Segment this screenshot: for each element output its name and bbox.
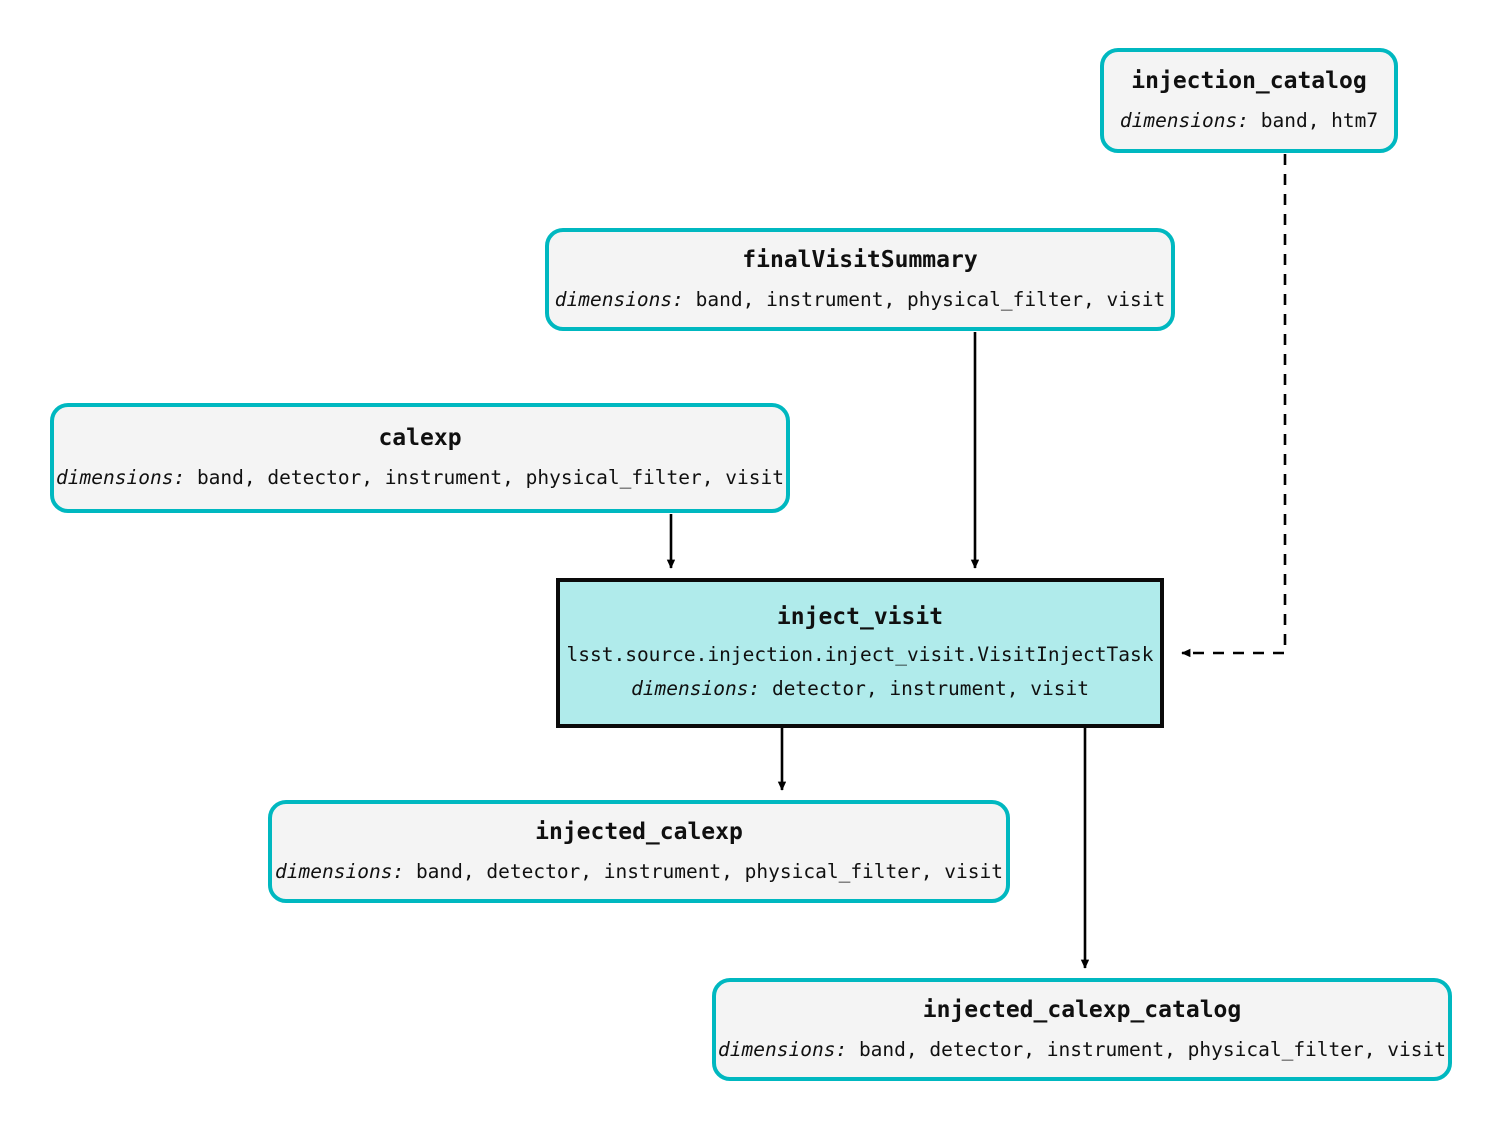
node-calexp[interactable]: calexp dimensions: band, detector, instr… — [50, 403, 790, 513]
node-injected-calexp[interactable]: injected_calexp dimensions: band, detect… — [268, 800, 1010, 903]
dimensions-value: band, detector, instrument, physical_fil… — [415, 859, 1003, 883]
node-injection-catalog[interactable]: injection_catalog dimensions: band, htm7 — [1100, 48, 1398, 153]
dimensions-value: band, instrument, physical_filter, visit — [695, 287, 1166, 311]
node-title: inject_visit — [776, 604, 944, 631]
node-dimensions: dimensions: band, detector, instrument, … — [275, 859, 1003, 883]
node-task-class: lsst.source.injection.inject_visit.Visit… — [566, 642, 1154, 666]
dimensions-label: dimensions: — [554, 287, 684, 311]
node-title: injected_calexp_catalog — [922, 996, 1242, 1023]
dimensions-label: dimensions: — [56, 466, 186, 490]
node-dimensions: dimensions: band, htm7 — [1119, 108, 1379, 132]
node-inject-visit-task[interactable]: inject_visit lsst.source.injection.injec… — [556, 578, 1164, 728]
dimensions-label: dimensions: — [1119, 108, 1249, 132]
dimensions-value: band, detector, instrument, physical_fil… — [858, 1037, 1446, 1061]
dimensions-label: dimensions: — [275, 859, 405, 883]
dimensions-value: band, htm7 — [1260, 108, 1379, 132]
dimensions-label: dimensions: — [718, 1037, 848, 1061]
dimensions-value: detector, instrument, visit — [771, 677, 1089, 701]
node-dimensions: dimensions: detector, instrument, visit — [631, 677, 1089, 701]
node-injected-calexp-catalog[interactable]: injected_calexp_catalog dimensions: band… — [712, 978, 1452, 1081]
node-title: finalVisitSummary — [742, 246, 978, 273]
node-finalvisitsummary[interactable]: finalVisitSummary dimensions: band, inst… — [545, 228, 1175, 331]
edge-injection-catalog-to-inject-visit — [1181, 154, 1287, 658]
dimensions-value: band, detector, instrument, physical_fil… — [196, 466, 784, 490]
node-title: injected_calexp — [535, 818, 743, 845]
node-dimensions: dimensions: band, instrument, physical_f… — [554, 287, 1166, 311]
node-dimensions: dimensions: band, detector, instrument, … — [56, 467, 784, 489]
node-dimensions: dimensions: band, detector, instrument, … — [718, 1037, 1446, 1061]
node-title: calexp — [378, 425, 462, 452]
node-title: injection_catalog — [1131, 67, 1367, 94]
dimensions-label: dimensions: — [631, 677, 761, 701]
